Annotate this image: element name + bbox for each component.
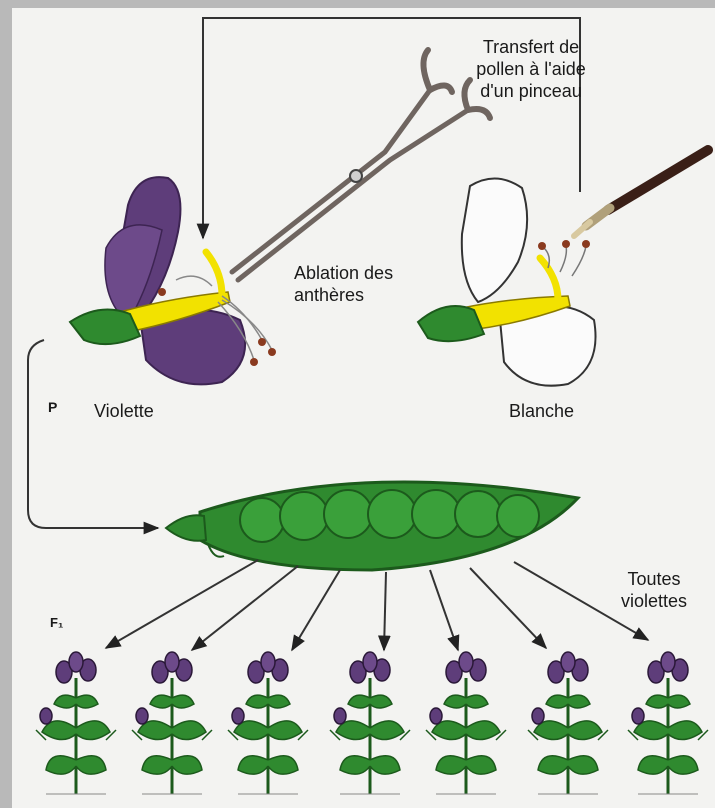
white-flower [418,178,596,385]
label-anther-ablation: Ablation des anthères [294,262,404,306]
parent-to-pod-arrow [28,340,158,528]
label-parent-generation: P [48,396,57,418]
paintbrush-icon [574,150,708,236]
pea-plant [628,652,708,794]
label-f1-generation: F₁ [50,612,63,634]
pea-plant [426,652,506,794]
pea-plant [36,652,116,794]
pea-pod [166,482,578,570]
pea-plant [528,652,608,794]
label-pollen-transfer: Transfert de pollen à l'aide d'un pincea… [476,36,586,102]
label-violet-parent: Violette [94,400,154,422]
label-all-violet: Toutes violettes [604,568,704,612]
violet-flower [70,177,276,384]
pea-plant [132,652,212,794]
scissors-icon [232,50,490,280]
offspring-arrows [106,560,648,650]
pea-plant [330,652,410,794]
label-white-parent: Blanche [509,400,574,422]
pea-plant [228,652,308,794]
